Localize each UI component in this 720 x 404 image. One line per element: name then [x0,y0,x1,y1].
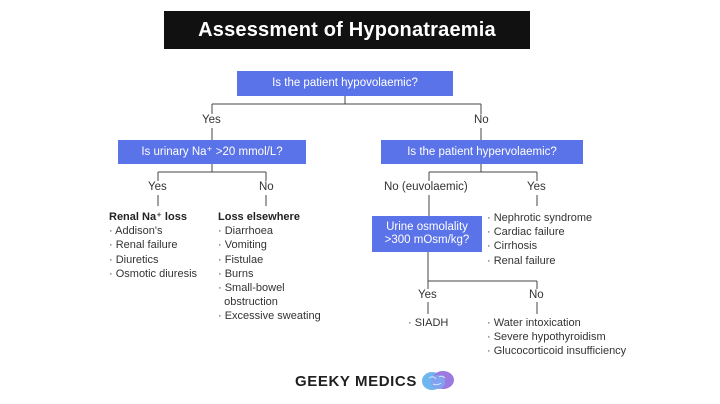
siadh-item: · SIADH [408,317,449,329]
list-item: · Small-bowel [218,282,285,295]
list-item: · Cardiac failure [487,226,565,239]
brand-name: GEEKY MEDICS [295,372,417,390]
list-item: · Water intoxication [487,317,581,329]
diagram-title: Assessment of Hyponatraemia [164,11,530,49]
list-item: · Burns [218,267,254,280]
list-item: · Excessive sweating [218,310,321,323]
list-item: · Renal failure [109,239,178,252]
list-item: · Fistulae [218,253,264,266]
question-urinary-sodium: Is urinary Na⁺ >20 mmol/L? [118,140,306,164]
renal-loss-list: Renal Na⁺ loss · Addison's · Renal failu… [109,210,197,281]
osmolality-no-causes-list: · Water intoxication · Severe hypothyroi… [487,316,626,359]
list-item: · Cirrhosis [487,240,538,253]
label-root-yes: Yes [202,114,221,126]
list-item: · Osmotic diuresis [109,267,198,280]
list-item: · Renal failure [487,254,556,267]
hypervolaemic-causes-list: · Nephrotic syndrome · Cardiac failure ·… [487,211,592,268]
osmolality-line-1: Urine osmolality [386,221,468,233]
label-osmolality-yes: Yes [418,289,437,301]
question-hypervolaemic: Is the patient hypervolaemic? [381,140,583,164]
list-item: · Addison's [109,225,163,238]
brain-icon [421,371,454,390]
list-item: · Vomiting [218,239,267,252]
question-hypovolaemic: Is the patient hypovolaemic? [237,71,453,96]
brand-logo: GEEKY MEDICS [295,370,455,392]
list-item: · Severe hypothyroidism [487,331,606,344]
list-item: · Nephrotic syndrome [487,212,593,224]
question-urine-osmolality: Urine osmolality >300 mOsm/kg? [372,216,482,252]
label-hyper-no: No (euvolaemic) [384,181,468,193]
label-hyper-yes: Yes [527,181,546,193]
label-osmolality-no: No [529,289,544,301]
renal-loss-heading: Renal Na⁺ loss [109,211,187,223]
label-urinary-no: No [259,181,274,193]
label-root-no: No [474,114,489,126]
list-item: · Diarrhoea [218,225,274,238]
list-item: obstruction [218,296,278,309]
loss-elsewhere-list: Loss elsewhere · Diarrhoea · Vomiting · … [218,210,321,324]
loss-elsewhere-heading: Loss elsewhere [218,211,300,223]
label-urinary-yes: Yes [148,181,167,193]
list-item: · Diuretics [109,253,159,266]
osmolality-line-2: >300 mOsm/kg? [384,234,470,246]
list-item: · Glucocorticoid insufficiency [487,345,627,358]
